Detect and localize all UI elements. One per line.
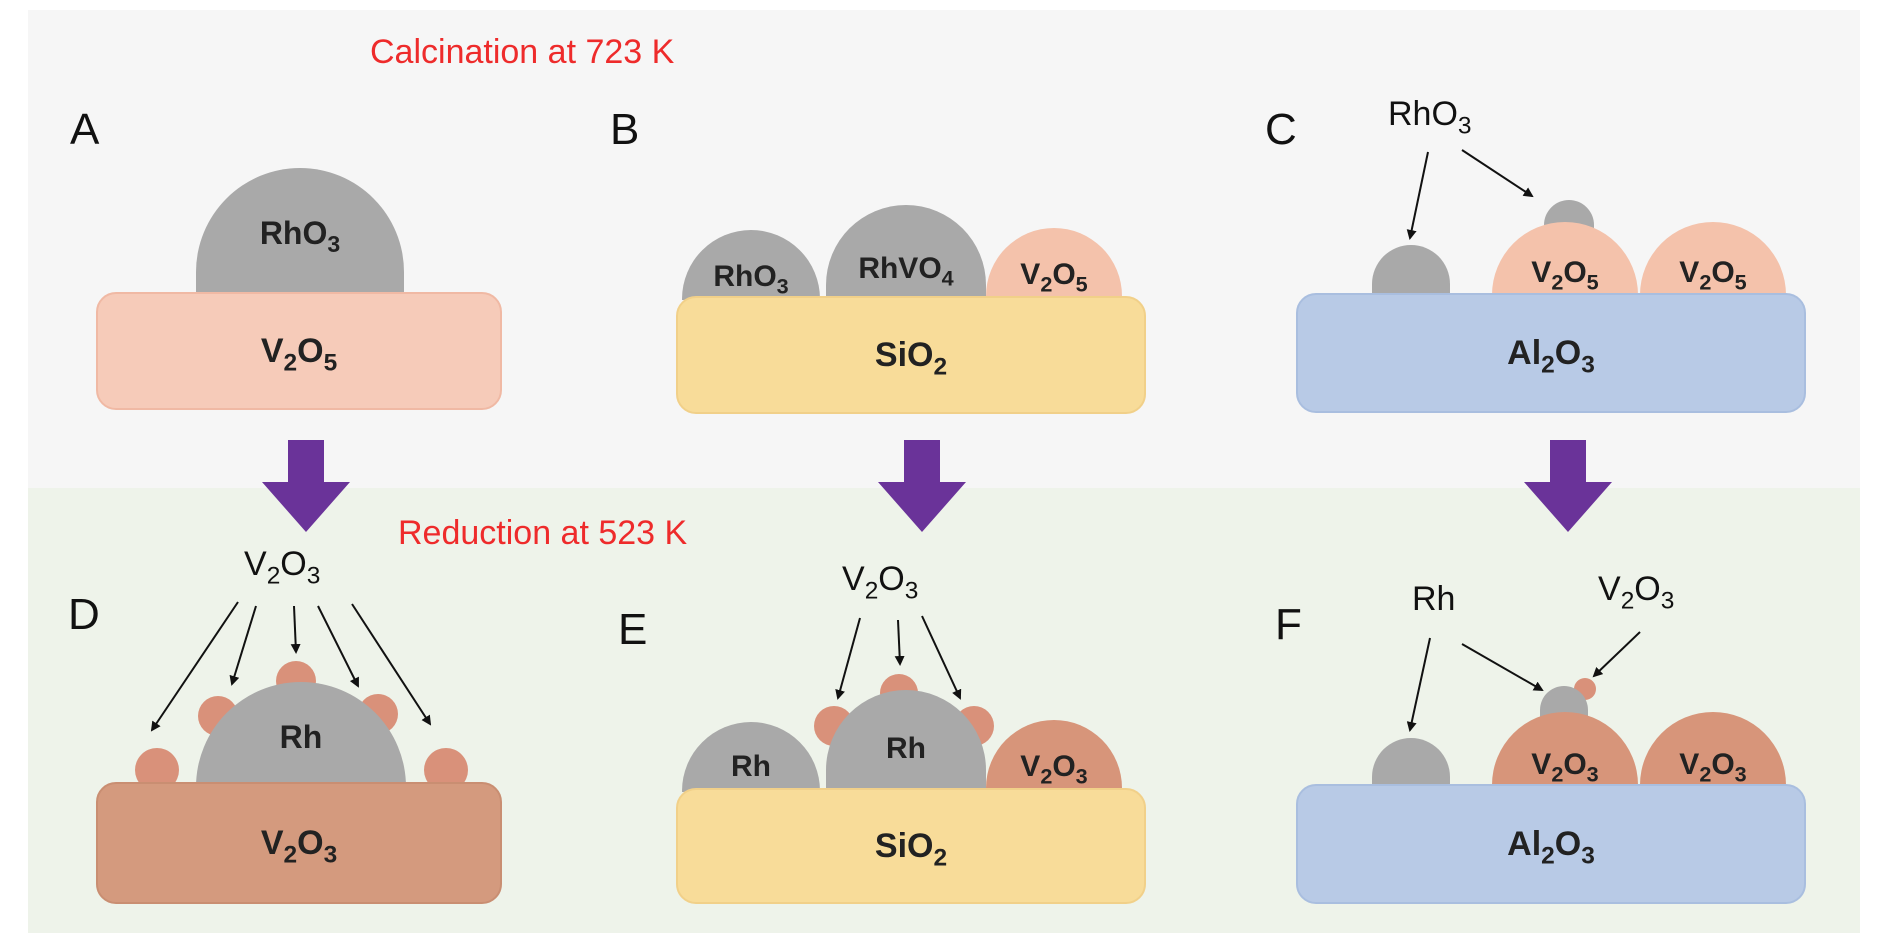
panel-f-v2o3-annotation: V2O3 [1598,570,1675,615]
panel-c-arrow-left [1406,151,1429,240]
panel-f-v2o3-label-2: V2O3 [1679,748,1747,787]
panel-f-arrow-rh-right [1461,643,1544,691]
panel-e-support-label: SiO2 [874,826,948,872]
transition-arrow-a-to-d [262,440,350,532]
panel-a-support-label: V2O5 [260,331,338,377]
panel-d-rh-label: Rh [279,719,323,755]
panel-letter-e: E [618,605,648,654]
panel-e-v2o3-annotation: V2O3 [842,560,919,605]
panel-b-sio2-support: SiO2 [676,296,1146,414]
panel-c-v2o5-label-1: V2O5 [1531,256,1599,295]
panel-b-rho3-label: RhO3 [713,260,789,299]
panel-f-rh-annotation: Rh [1412,580,1456,618]
panel-a-rho3-label: RhO3 [259,215,341,258]
panel-a-v2o5-support: V2O5 [96,292,502,410]
panel-f-support-label: Al2O3 [1507,824,1595,870]
panel-e-arrow-1 [835,617,861,700]
panel-d-arrow-4 [317,605,359,688]
panel-e-sio2-support: SiO2 [676,788,1146,904]
panel-c-v2o5-label-2: V2O5 [1679,256,1747,295]
panel-f-al2o3-support: Al2O3 [1296,784,1806,904]
panel-c-support-label: Al2O3 [1507,333,1595,379]
panel-c-rho3-annotation: RhO3 [1388,95,1472,140]
panel-letter-a: A [70,105,100,154]
panel-c-al2o3-support: Al2O3 [1296,293,1806,413]
panel-d-v2o3-annotation: V2O3 [244,545,321,590]
calcination-heading: Calcination at 723 K [370,33,675,71]
panel-e-arrow-2 [894,619,905,666]
panel-e-arrow-3 [921,615,962,700]
transition-arrow-c-to-f [1524,440,1612,532]
panel-d-arrow-3 [290,605,301,654]
panel-d-arrow-5 [351,603,432,726]
panel-b-v2o5-label: V2O5 [1020,258,1088,297]
panel-d-support-label: V2O3 [260,823,338,869]
panel-d-arrow-2 [229,605,257,686]
panel-e-rh-label-1: Rh [731,750,771,783]
panel-b-rhvo4-label: RhVO4 [858,252,954,291]
panel-f-arrow-v2o3 [1592,631,1641,678]
reduction-heading: Reduction at 523 K [398,514,688,552]
panel-b-support-label: SiO2 [874,335,948,381]
panel-d-v2o3-support: V2O3 [96,782,502,904]
panel-f-arrow-rh-left [1406,637,1431,732]
panel-d-arrow-1 [150,601,239,732]
panel-letter-d: D [68,590,100,639]
panel-letter-b: B [610,105,640,154]
panel-letter-f: F [1275,600,1302,649]
panel-letter-c: C [1265,105,1297,154]
panel-f-v2o3-label-1: V2O3 [1531,748,1599,787]
panel-c-arrow-right [1461,149,1534,198]
transition-arrow-b-to-e [878,440,966,532]
panel-e-rh-label-2: Rh [886,732,926,765]
panel-e-v2o3-label: V2O3 [1020,750,1088,789]
